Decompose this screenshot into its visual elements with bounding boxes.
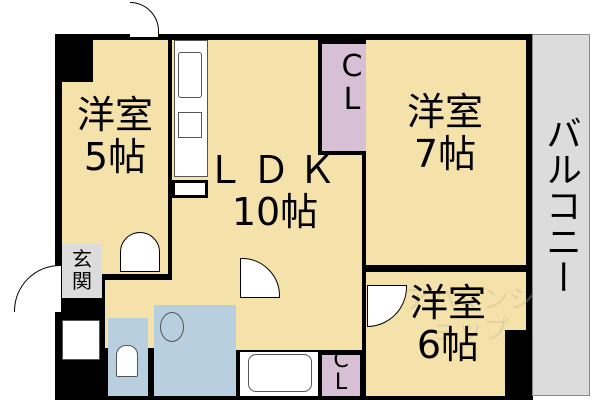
closet-bottom <box>322 355 360 396</box>
stove-icon <box>178 112 202 138</box>
entrance <box>62 244 102 298</box>
entrance-label: 玄関 <box>62 248 102 292</box>
front-door[interactable] <box>14 265 61 312</box>
room5-door[interactable] <box>120 232 160 272</box>
room-name: 洋室 <box>76 93 153 137</box>
top-door[interactable] <box>130 2 159 37</box>
room-size: 7帖 <box>413 131 477 176</box>
toilet-icon <box>116 345 138 377</box>
bathtub-icon <box>248 354 312 392</box>
entrance-char-2: 関 <box>72 269 92 293</box>
shoe-storage <box>62 320 100 360</box>
pillar <box>505 330 530 396</box>
room-size: 6帖 <box>416 322 480 367</box>
room-name: 洋室 <box>406 90 483 134</box>
pillar <box>55 34 93 82</box>
entrance-char-1: 玄 <box>72 247 92 271</box>
washbasin-icon <box>160 312 184 342</box>
kitchen-counter <box>174 40 208 177</box>
fridge-space <box>172 180 208 198</box>
balcony <box>532 34 590 396</box>
room-name: ＬＤＫ <box>205 148 344 192</box>
room-size: 5帖 <box>83 134 147 179</box>
sink-icon <box>178 52 202 98</box>
watermark-logo: アパマンショップ <box>405 285 535 347</box>
room-western-7 <box>366 40 526 265</box>
room-size: 10帖 <box>231 189 319 234</box>
closet-bottom-c: C <box>333 348 349 373</box>
closet-top-c: C <box>341 49 363 84</box>
closet-top-l: L <box>343 82 361 117</box>
balcony-label: バルコニー <box>540 115 581 295</box>
washroom <box>154 352 236 396</box>
room-name: 洋室 <box>409 281 486 325</box>
closet-bottom-l: L <box>334 370 348 395</box>
